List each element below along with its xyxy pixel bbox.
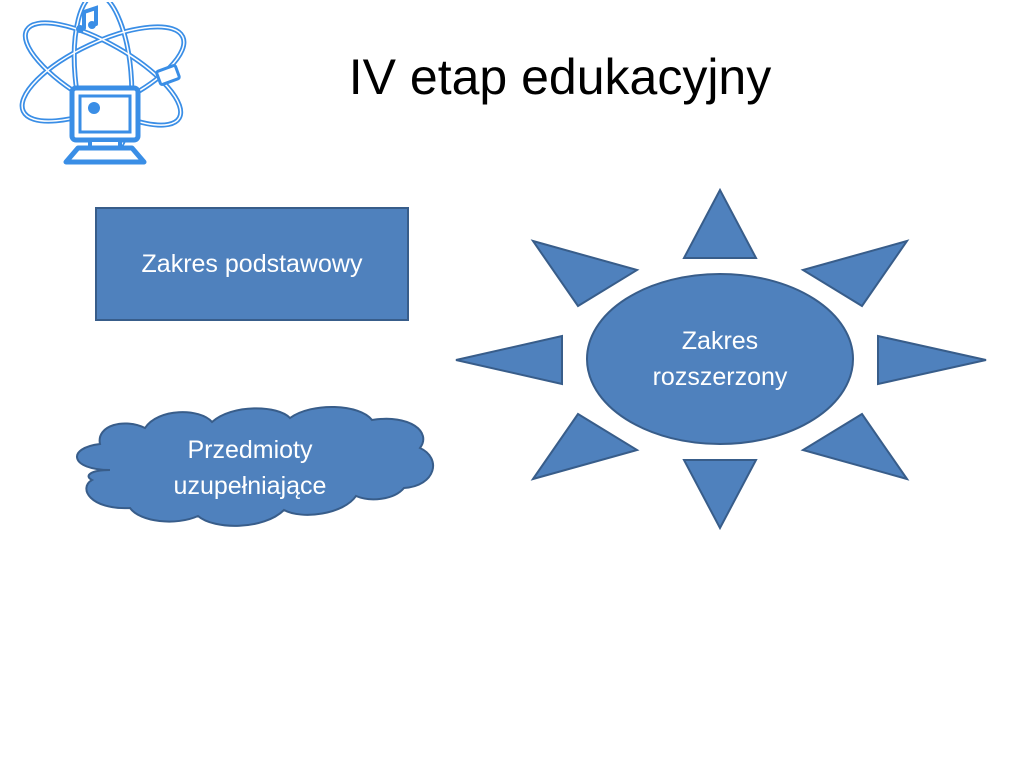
supplementary-subjects-label: Przedmioty uzupełniające	[100, 420, 400, 516]
supplementary-subjects-cloud	[76, 406, 435, 527]
basic-scope-text: Zakres podstawowy	[141, 249, 363, 278]
extended-scope-line-2: rozszerzony	[652, 363, 788, 391]
extended-scope-sun	[455, 187, 987, 531]
computer-atom-logo-icon	[19, 2, 187, 165]
supplementary-subjects-line-1: Przedmioty	[187, 435, 313, 464]
supplementary-subjects-line-2: uzupełniające	[173, 472, 327, 500]
basic-scope-rectangle	[95, 207, 409, 321]
extended-scope-label: Zakres rozszerzony	[598, 305, 842, 413]
slide-title: IV etap edukacyjny	[348, 49, 772, 105]
basic-scope-label: Zakres podstawowy	[96, 208, 408, 320]
extended-scope-line-1: Zakres	[681, 326, 759, 355]
